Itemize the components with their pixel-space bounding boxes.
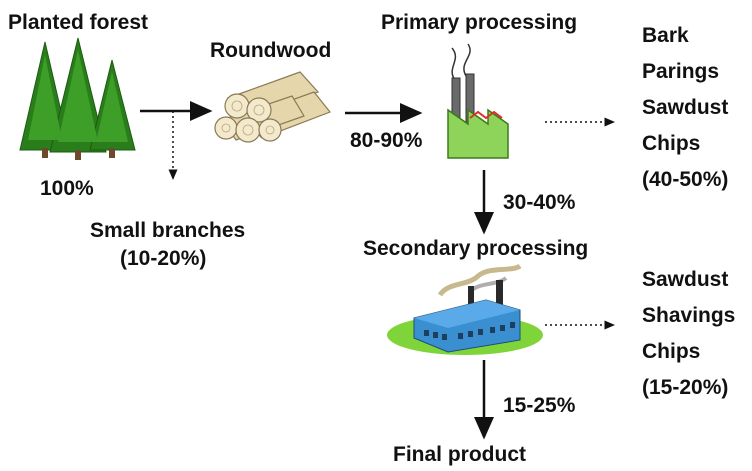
primary-residue-item: Bark bbox=[642, 24, 689, 47]
factory-icon bbox=[387, 263, 543, 355]
sawmill-factory-icon bbox=[447, 43, 509, 159]
log-pile-icon bbox=[214, 71, 331, 143]
primary-residues-percent: (40-50%) bbox=[642, 168, 729, 191]
primary-residue-item: Parings bbox=[642, 60, 720, 83]
secondary-processing-label: Secondary processing bbox=[363, 237, 589, 260]
secondary-residue-item: Sawdust bbox=[642, 268, 729, 291]
small-branches-percent: (10-20%) bbox=[120, 247, 207, 270]
to-secondary-percent: 30-40% bbox=[503, 191, 576, 214]
primary-residue-item: Sawdust bbox=[642, 96, 729, 119]
secondary-residues-percent: (15-20%) bbox=[642, 376, 729, 399]
to-primary-percent: 80-90% bbox=[350, 129, 423, 152]
forest-percent: 100% bbox=[40, 177, 94, 200]
primary-residue-item: Chips bbox=[642, 132, 701, 155]
to-final-percent: 15-25% bbox=[503, 394, 576, 417]
planted-forest-label: Planted forest bbox=[8, 11, 149, 34]
primary-processing-label: Primary processing bbox=[381, 11, 578, 34]
final-product-label: Final product bbox=[393, 443, 526, 466]
small-branches-label: Small branches bbox=[90, 219, 246, 242]
roundwood-label: Roundwood bbox=[210, 39, 332, 62]
secondary-residue-item: Chips bbox=[642, 340, 701, 363]
primary-residues-list: Bark Parings Sawdust Chips (40-50%) bbox=[642, 18, 728, 198]
secondary-residues-list: Sawdust Shavings Chips (15-20%) bbox=[642, 262, 735, 406]
trees-icon bbox=[19, 37, 136, 160]
secondary-residue-item: Shavings bbox=[642, 304, 736, 327]
